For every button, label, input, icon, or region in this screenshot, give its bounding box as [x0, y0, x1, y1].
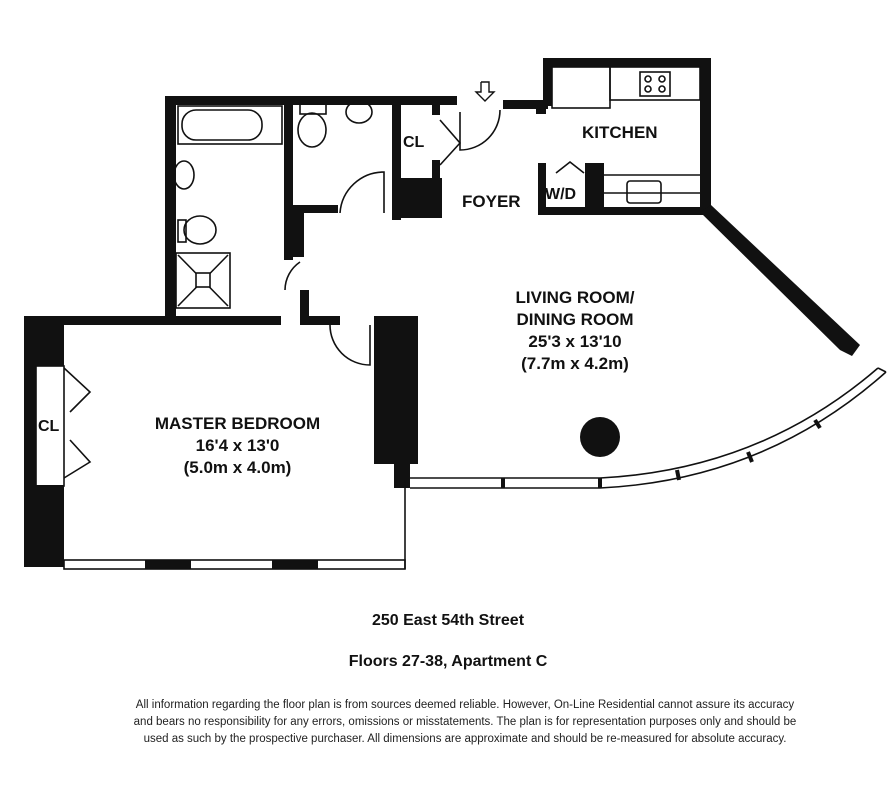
wall	[538, 207, 711, 215]
wall	[543, 58, 552, 106]
living-room-name-1: LIVING ROOM/	[515, 288, 635, 307]
wall	[145, 560, 191, 569]
wall	[165, 96, 457, 105]
toilet	[297, 112, 327, 148]
kitchen-sink	[626, 180, 662, 204]
wall	[503, 100, 548, 109]
shower	[175, 252, 231, 309]
curved-window	[410, 367, 879, 479]
wall	[272, 560, 318, 569]
wall	[543, 58, 711, 67]
bathtub	[177, 105, 283, 145]
master-bedroom-dim-imperial: 16'4 x 13'0	[195, 436, 280, 455]
living-room-name-2: DINING ROOM	[516, 310, 634, 329]
master-bedroom-name: MASTER BEDROOM	[154, 414, 321, 433]
bedroom-closet-label: CL	[38, 418, 60, 435]
floor-plan-drawing	[24, 58, 887, 570]
master-bedroom-label: MASTER BEDROOM 16'4 x 13'0 (5.0m x 4.0m)	[140, 413, 335, 479]
wall	[392, 100, 401, 220]
living-room-dim-metric: (7.7m x 4.2m)	[521, 354, 629, 373]
disclaimer-line-1: All information regarding the floor plan…	[135, 699, 795, 711]
disclaimer-line-3: used as such by the prospective purchase…	[143, 733, 787, 745]
wall	[24, 316, 281, 325]
master-bedroom-dim-metric: (5.0m x 4.0m)	[183, 458, 292, 477]
counter	[609, 66, 701, 101]
window	[63, 559, 406, 570]
foyer-closet-label: CL	[403, 134, 425, 151]
door-swing	[459, 109, 501, 151]
sink	[345, 100, 373, 124]
counter	[551, 66, 611, 109]
wall	[585, 163, 604, 213]
structural-column	[580, 417, 620, 457]
unit-info: Floors 27-38, Apartment C	[348, 653, 548, 670]
disclaimer-line-2: and bears no responsibility for any erro…	[133, 716, 797, 728]
wall	[392, 178, 442, 218]
wall	[284, 205, 304, 257]
toilet	[183, 215, 217, 245]
living-room-label: LIVING ROOM/ DINING ROOM 25'3 x 13'10 (7…	[500, 287, 650, 375]
wall	[700, 58, 711, 213]
wall	[700, 205, 860, 356]
wall	[300, 316, 340, 325]
wall	[374, 316, 418, 464]
wall	[536, 100, 546, 114]
wall	[432, 160, 440, 182]
disclaimer: All information regarding the floor plan…	[70, 697, 860, 748]
foyer-label: FOYER	[462, 192, 521, 211]
door-swing	[329, 324, 371, 366]
wall	[300, 290, 309, 320]
living-room-dim-imperial: 25'3 x 13'10	[528, 332, 622, 351]
wall	[538, 163, 546, 215]
stove	[639, 71, 671, 97]
sink	[173, 160, 195, 190]
building-address: 250 East 54th Street	[371, 612, 525, 629]
wall	[293, 205, 338, 213]
entry-arrow-down-icon	[474, 81, 496, 102]
wall	[394, 460, 410, 488]
wall	[165, 96, 176, 318]
kitchen-label: KITCHEN	[582, 123, 658, 142]
washer-dryer-label: W/D	[545, 186, 577, 203]
door-swing	[284, 261, 301, 291]
door-swing	[339, 171, 385, 214]
wall	[284, 100, 293, 260]
wall	[24, 485, 64, 567]
wall	[432, 100, 440, 115]
